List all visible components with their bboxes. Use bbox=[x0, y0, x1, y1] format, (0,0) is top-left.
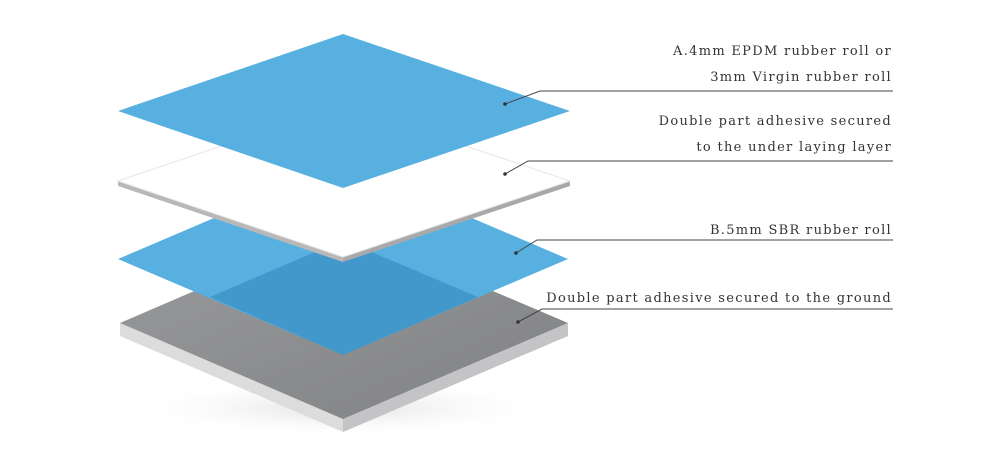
callout-sbr-line-1: B.5mm SBR rubber roll bbox=[709, 223, 892, 238]
callout-top-layer: A.4mm EPDM rubber roll or 3mm Virgin rub… bbox=[673, 39, 892, 91]
callout-top-layer-line-1: A.4mm EPDM rubber roll or bbox=[673, 44, 892, 59]
leader-line-3 bbox=[515, 239, 893, 254]
callout-adhesive-layer: Double part adhesive secured to the unde… bbox=[659, 109, 892, 161]
leader-dot-4 bbox=[516, 320, 520, 324]
leader-dot-1 bbox=[503, 102, 507, 106]
leader-dots bbox=[503, 102, 520, 324]
leader-dot-3 bbox=[514, 251, 518, 255]
leader-lines bbox=[504, 90, 893, 323]
leader-line-4 bbox=[517, 308, 893, 323]
top-blue-layer bbox=[118, 34, 570, 188]
callout-ground-layer: Double part adhesive secured to the grou… bbox=[546, 286, 892, 312]
callout-adhesive-line-1: Double part adhesive secured bbox=[658, 114, 892, 129]
callout-sbr-layer: B.5mm SBR rubber roll bbox=[710, 218, 892, 244]
callout-ground-line-1: Double part adhesive secured to the grou… bbox=[546, 291, 892, 306]
leader-dot-2 bbox=[503, 172, 507, 176]
leader-line-2 bbox=[504, 160, 893, 175]
callout-top-layer-line-2: 3mm Virgin rubber roll bbox=[710, 70, 892, 85]
leader-line-1 bbox=[504, 90, 893, 105]
callout-adhesive-line-2: to the under laying layer bbox=[696, 140, 892, 155]
